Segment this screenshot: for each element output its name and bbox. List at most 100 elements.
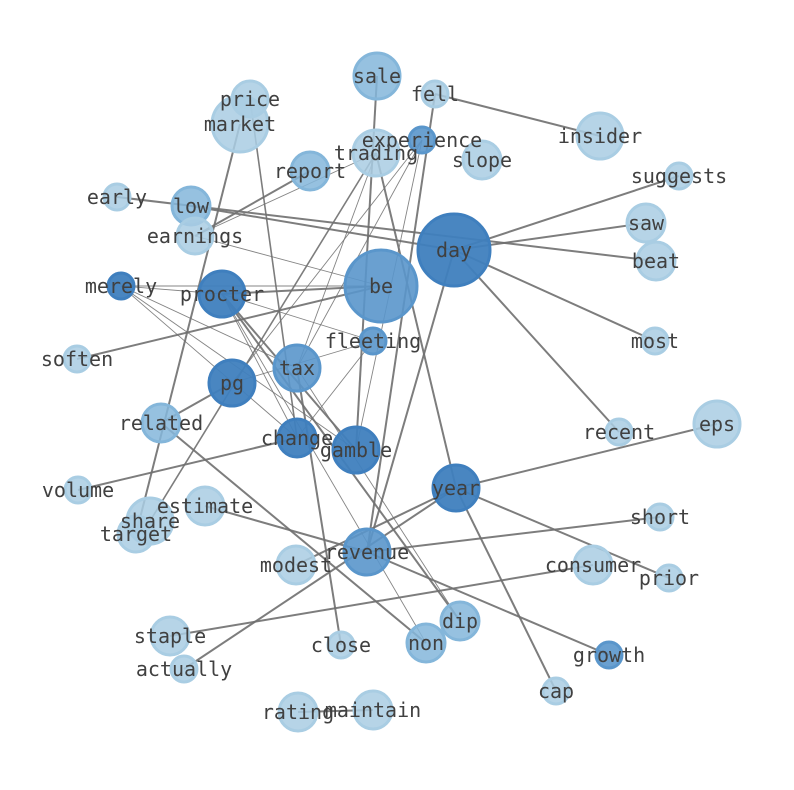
edge-revenue-growth bbox=[366, 551, 610, 656]
edge-fell-revenue bbox=[366, 93, 436, 553]
node-dip bbox=[439, 600, 481, 642]
node-label-prior: prior bbox=[639, 566, 699, 590]
node-slope bbox=[461, 139, 503, 181]
node-label-change: change bbox=[261, 426, 333, 450]
node-rating bbox=[277, 691, 319, 733]
node-close bbox=[326, 630, 356, 660]
edge-share-trading bbox=[149, 152, 377, 522]
node-experience bbox=[407, 125, 437, 155]
node-trading bbox=[351, 128, 401, 178]
node-label-gamble: gamble bbox=[320, 438, 392, 462]
node-label-soften: soften bbox=[41, 347, 113, 371]
node-gamble bbox=[331, 425, 381, 475]
node-saw bbox=[625, 202, 667, 244]
node-label-insider: insider bbox=[558, 124, 642, 148]
edge-report-earnings bbox=[194, 170, 311, 237]
edge-pg-experience bbox=[231, 139, 423, 384]
edge-year-modest bbox=[295, 487, 457, 566]
edge-merely-tax bbox=[120, 285, 298, 369]
node-volume bbox=[63, 475, 93, 505]
node-label-saw: saw bbox=[628, 211, 665, 235]
edge-change-fleeting bbox=[296, 340, 374, 439]
node-consumer bbox=[572, 544, 614, 586]
node-label-experience: experience bbox=[362, 128, 482, 152]
node-label-cap: cap bbox=[538, 679, 574, 703]
edge-day-revenue bbox=[366, 249, 455, 553]
node-procter bbox=[197, 269, 247, 319]
node-be bbox=[343, 248, 419, 324]
node-label-tax: tax bbox=[279, 356, 315, 380]
edges-layer bbox=[76, 75, 718, 713]
node-label-fell: fell bbox=[411, 82, 459, 106]
node-report bbox=[289, 150, 331, 192]
edge-earnings-trading bbox=[194, 152, 377, 237]
edge-revenue-short bbox=[366, 516, 661, 553]
node-year bbox=[431, 463, 481, 513]
node-label-modest: modest bbox=[260, 553, 332, 577]
node-sale bbox=[352, 51, 402, 101]
node-fell bbox=[420, 79, 450, 109]
edge-be-soften bbox=[76, 285, 382, 360]
edge-eps-year bbox=[455, 423, 718, 489]
node-label-short: short bbox=[630, 505, 690, 529]
node-staple bbox=[149, 615, 191, 657]
node-non bbox=[405, 622, 447, 664]
node-label-price: price bbox=[220, 87, 280, 111]
node-label-slope: slope bbox=[452, 148, 512, 172]
edge-year-cap bbox=[455, 487, 557, 692]
node-suggests bbox=[664, 161, 694, 191]
node-label-report: report bbox=[274, 159, 346, 183]
node-prior bbox=[654, 563, 684, 593]
node-label-most: most bbox=[631, 329, 679, 353]
node-merely bbox=[106, 271, 136, 301]
node-revenue bbox=[342, 527, 392, 577]
node-label-suggests: suggests bbox=[631, 164, 727, 188]
node-growth bbox=[594, 640, 624, 670]
node-label-estimate: estimate bbox=[157, 494, 253, 518]
edge-trading-year bbox=[375, 152, 457, 489]
node-label-trading: trading bbox=[334, 141, 418, 165]
node-most bbox=[640, 326, 670, 356]
node-actually bbox=[169, 654, 199, 684]
node-pg bbox=[207, 358, 257, 408]
node-label-staple: staple bbox=[134, 624, 206, 648]
node-label-market: market bbox=[204, 112, 276, 136]
node-label-share: share bbox=[120, 509, 180, 533]
edge-merely-change bbox=[120, 285, 298, 439]
node-eps bbox=[692, 399, 742, 449]
node-fleeting bbox=[358, 326, 388, 356]
node-short bbox=[645, 502, 675, 532]
node-label-target: target bbox=[100, 522, 172, 546]
node-label-consumer: consumer bbox=[545, 553, 641, 577]
node-beat bbox=[635, 240, 677, 282]
edge-estimate-revenue bbox=[204, 505, 368, 553]
node-label-dip: dip bbox=[442, 609, 478, 633]
edge-consumer-staple bbox=[169, 564, 594, 637]
node-label-actually: actually bbox=[136, 657, 232, 681]
node-label-sale: sale bbox=[353, 64, 401, 88]
node-label-year: year bbox=[432, 476, 480, 500]
edge-tax-trading bbox=[296, 152, 377, 369]
node-maintain bbox=[352, 689, 394, 731]
edge-procter-change bbox=[221, 293, 298, 439]
node-market bbox=[210, 94, 270, 154]
node-change bbox=[276, 417, 318, 459]
node-label-revenue: revenue bbox=[325, 540, 409, 564]
node-insider bbox=[575, 111, 625, 161]
edge-day-suggests bbox=[453, 175, 680, 251]
node-related bbox=[140, 402, 182, 444]
edge-day-recent bbox=[453, 249, 620, 433]
node-label-low: low bbox=[173, 194, 210, 218]
nodes-layer bbox=[62, 51, 742, 733]
node-soften bbox=[62, 344, 92, 374]
node-label-maintain: maintain bbox=[325, 698, 421, 722]
node-label-merely: merely bbox=[85, 274, 157, 298]
edge-tax-experience bbox=[296, 139, 423, 369]
node-label-be: be bbox=[369, 274, 393, 298]
edge-year-actually bbox=[183, 487, 457, 670]
node-label-recent: recent bbox=[583, 420, 655, 444]
edge-year-prior bbox=[455, 487, 670, 579]
node-recent bbox=[604, 417, 634, 447]
